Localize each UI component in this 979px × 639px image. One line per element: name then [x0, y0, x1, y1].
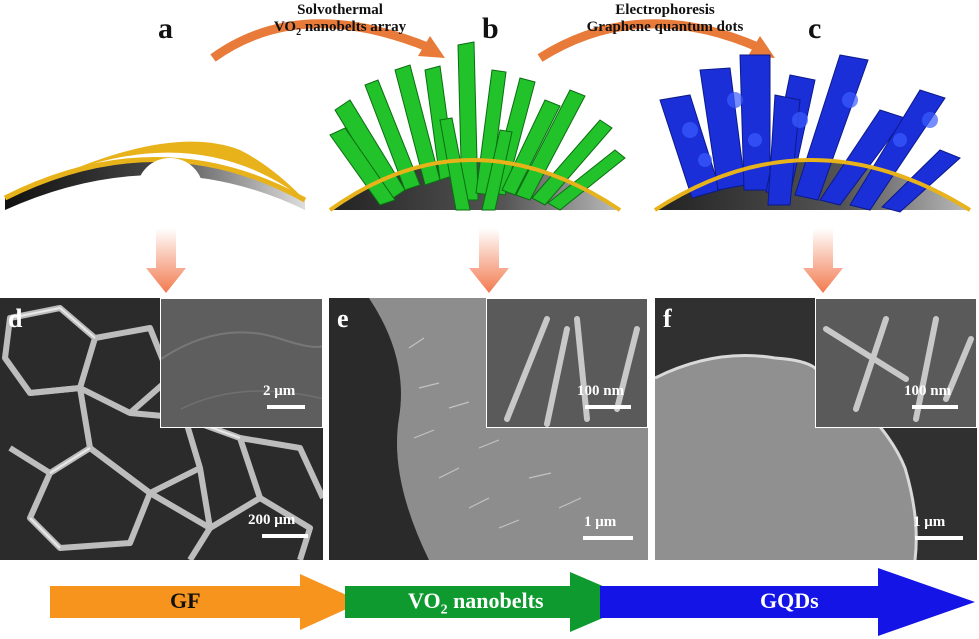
- step2-text: Electrophoresis Graphene quantum dots: [565, 2, 765, 36]
- graphene-sheet: [3, 141, 307, 222]
- sem-label-d: d: [8, 304, 23, 333]
- step1-line1: Solvothermal: [297, 2, 383, 18]
- arrow-vo2: [345, 572, 640, 632]
- down-arrow-c: [803, 228, 843, 293]
- main-f-scale-bar: [915, 536, 963, 540]
- inset-f-scale-text: 100 nm: [904, 383, 952, 399]
- nanobelt-dome: [328, 41, 626, 212]
- inset-f-scale-bar: [912, 405, 958, 409]
- curved-arrow-1: [210, 19, 432, 62]
- step2-line2: Graphene quantum dots: [586, 19, 744, 35]
- arrow-vo: VO: [408, 588, 441, 613]
- step1-vo: VO: [273, 19, 297, 35]
- bottom-arrows: [50, 568, 975, 636]
- curved-arrow-2: [537, 19, 762, 62]
- sem-label-e: e: [337, 304, 349, 333]
- inset-d-scale-text: 2 μm: [263, 383, 296, 399]
- sem-inset-d: 2 μm: [160, 298, 323, 428]
- gqd-dome: [653, 54, 972, 213]
- inset-d-scale-bar: [267, 405, 305, 409]
- sem-panel-e: e 100 nm 1 μm: [329, 298, 648, 560]
- arrow-label-vo2: VO2 nanobelts: [408, 588, 544, 618]
- arrow-label-gqds: GQDs: [760, 588, 819, 613]
- curved-arrow-1-head: [418, 36, 445, 58]
- arrow-label-gf: GF: [170, 588, 201, 613]
- inset-e-scale-bar: [585, 405, 631, 409]
- curved-arrow-2-head: [748, 36, 775, 58]
- step1-rest: nanobelts array: [301, 19, 407, 35]
- main-e-scale-text: 1 μm: [584, 514, 617, 530]
- sem-inset-f: 100 nm: [815, 298, 977, 428]
- main-d-scale-text: 200 μm: [248, 512, 296, 528]
- main-e-scale-bar: [583, 536, 633, 540]
- step1-sub: 2: [296, 27, 302, 38]
- arrow-rest: nanobelts: [447, 588, 544, 613]
- sem-inset-e: 100 nm: [486, 298, 648, 428]
- panel-label-a: a: [158, 12, 173, 45]
- sem-panel-d: d 2 μm 200 μm: [0, 298, 323, 560]
- step2-line1: Electrophoresis: [615, 2, 715, 18]
- panel-label-b: b: [482, 12, 499, 45]
- schematic-illustration: [3, 19, 972, 293]
- step1-text: Solvothermal VO2 nanobelts array: [240, 2, 440, 41]
- main-d-scale-bar: [262, 534, 308, 538]
- panel-label-c: c: [808, 12, 822, 45]
- inset-e-scale-text: 100 nm: [577, 383, 625, 399]
- arrow-sub: 2: [440, 602, 448, 618]
- sem-panel-f: f 100 nm 1 μm: [655, 298, 977, 560]
- step1-line2: VO2 nanobelts array: [240, 19, 440, 41]
- main-f-scale-text: 1 μm: [913, 514, 946, 530]
- down-arrow-b: [469, 228, 509, 293]
- arrow-gf: [50, 574, 362, 630]
- arrow-gqds: [600, 568, 975, 636]
- down-arrow-a: [146, 228, 186, 293]
- sem-label-f: f: [663, 304, 672, 333]
